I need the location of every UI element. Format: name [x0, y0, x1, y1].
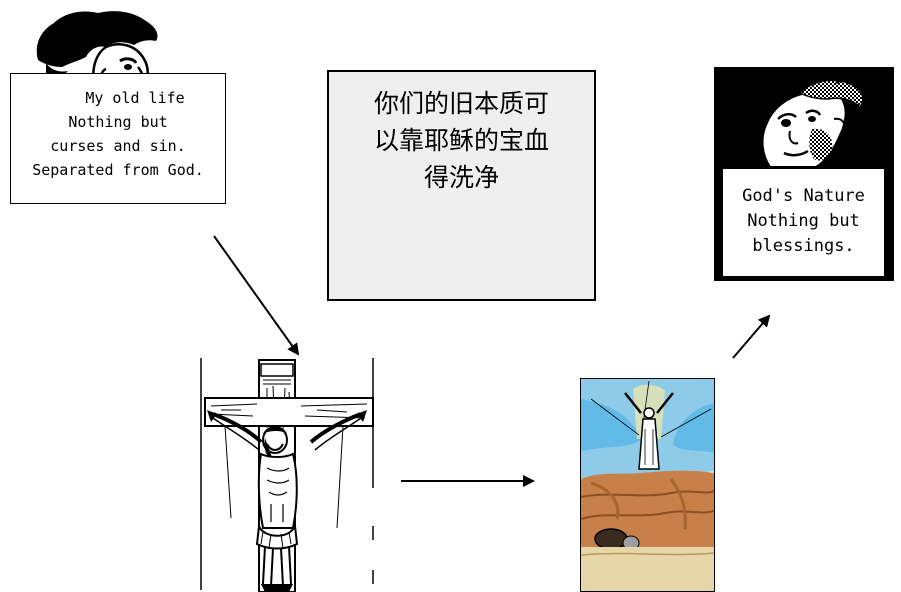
old-life-line-3: curses and sin. — [50, 137, 186, 155]
old-life-line-4: Separated from God. — [32, 161, 204, 179]
gods-nature-box: God's Nature Nothing but blessings. — [722, 168, 885, 277]
man-looking-up-icon — [761, 75, 872, 168]
resurrection-picture — [580, 378, 715, 592]
old-life-box: My old life Nothing but curses and sin. … — [10, 73, 226, 204]
center-line-2: 以靠耶稣的宝血 — [373, 126, 549, 155]
nature-line-3: blessings. — [752, 236, 855, 256]
arrow-to-cross — [213, 235, 300, 356]
nature-line-1: God's Nature — [742, 186, 865, 206]
old-life-line-2: Nothing but — [68, 113, 168, 131]
center-line-1: 你们的旧本质可 — [373, 89, 549, 118]
center-line-3: 得洗净 — [423, 163, 499, 192]
resurrection-icon — [581, 379, 714, 591]
old-life-line-1: My old life — [85, 89, 185, 107]
center-text-box: 你们的旧本质可 以靠耶稣的宝血 得洗净 — [327, 70, 596, 301]
nature-line-2: Nothing but — [747, 211, 860, 231]
arrow-to-nature — [732, 314, 771, 359]
crucifix-icon — [200, 358, 374, 592]
